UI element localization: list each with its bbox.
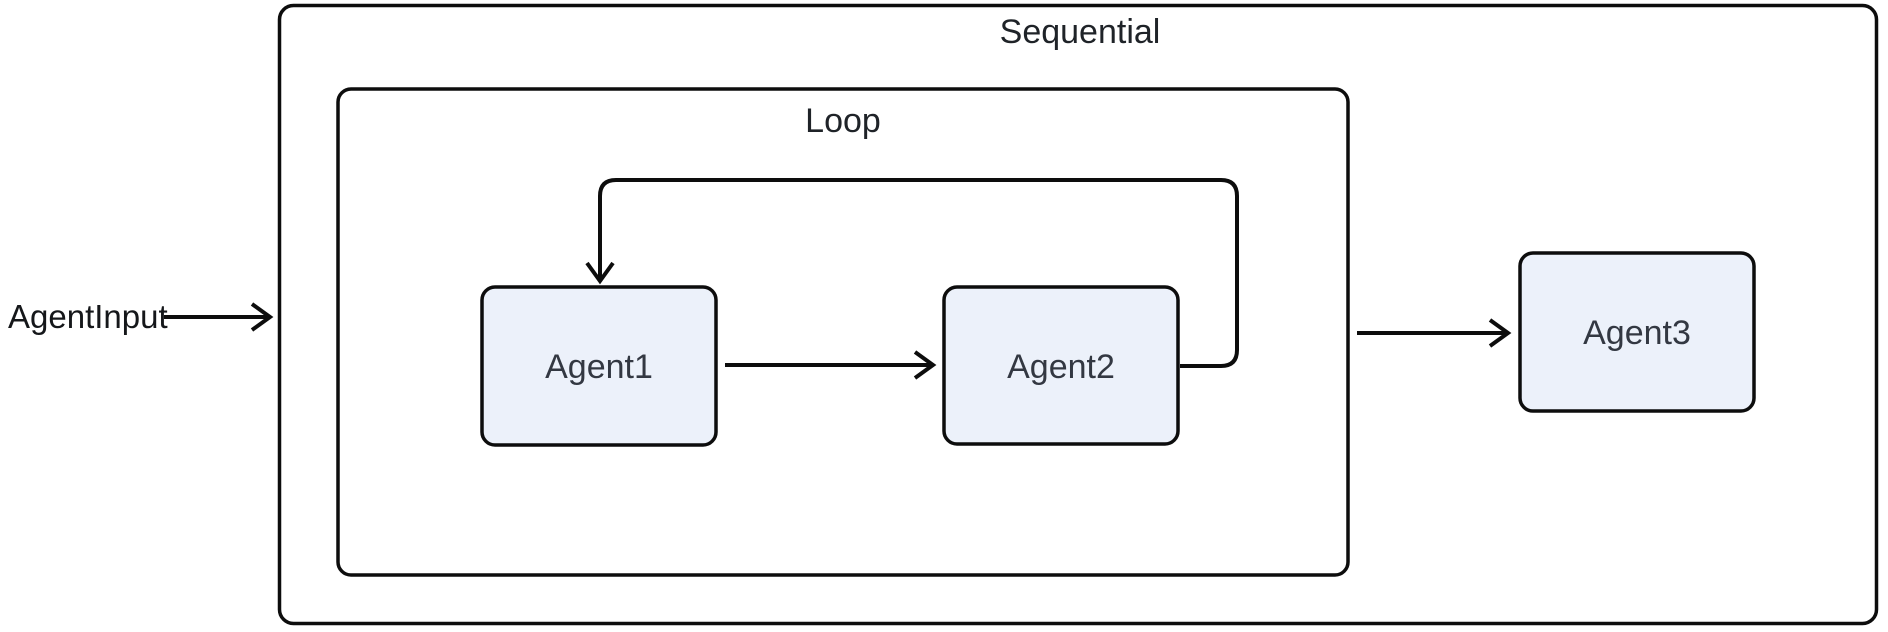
node-agent1-label: Agent1 [545, 348, 653, 386]
node-agent3 [1518, 251, 1756, 413]
agent-input-label: AgentInput [8, 298, 168, 335]
edge-agent2-loop-back-to-agent1 [585, 178, 1239, 368]
node-agent2 [942, 285, 1180, 446]
sequential-container-label: Sequential [1000, 13, 1161, 51]
node-agent3-label: Agent3 [1583, 314, 1691, 352]
loop-container-label: Loop [805, 102, 881, 140]
node-agent1 [480, 285, 718, 447]
node-agent2-label: Agent2 [1007, 348, 1115, 386]
loop-container [336, 87, 1350, 577]
